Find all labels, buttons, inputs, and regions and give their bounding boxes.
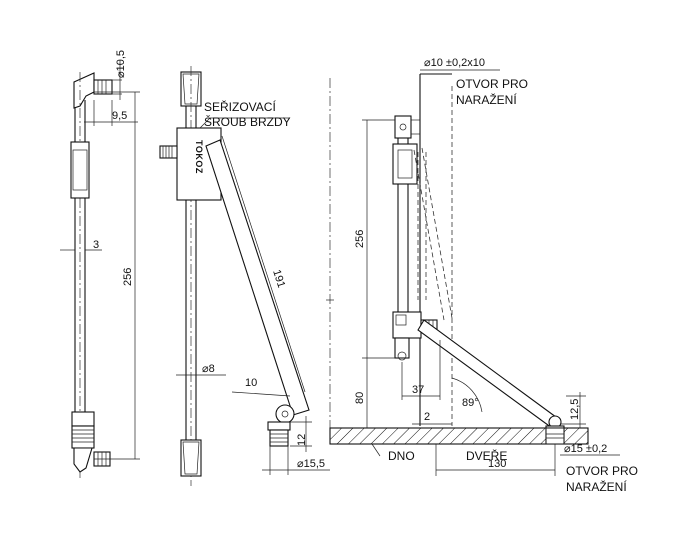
floor-arm [417, 319, 561, 429]
dim-191: 191 [270, 268, 287, 289]
floor [329, 427, 589, 445]
adjust-screw-label-1: SEŘIZOVACÍ [204, 99, 276, 114]
dim-130: 130 [488, 458, 506, 470]
hole-label-bottom-1: OTVOR PRO [566, 464, 638, 478]
dim-37: 37 [412, 384, 424, 396]
dim-80: 80 [354, 392, 366, 404]
adjust-screw [159, 145, 178, 159]
top-pin [93, 79, 113, 95]
bottom-collar [71, 411, 95, 427]
bottom-thread [71, 425, 95, 449]
brand-label: TOKOZ [194, 140, 204, 174]
hole-label-top-1: OTVOR PRO [456, 77, 528, 91]
hole-label-top-2: NARAŽENÍ [456, 92, 517, 107]
adjust-screw-label-2: ŠROUB BRZDY [204, 114, 291, 129]
bottom-stud [394, 337, 410, 359]
diagonal-arm [205, 139, 310, 416]
view-2-front: TOKOZ SEŘIZOVACÍ ŠROUB BRZDY 191 ⌀8 [159, 66, 330, 486]
foot-collar [267, 421, 291, 431]
dim-12-5: 12,5 [569, 399, 581, 420]
view-3-installation: ⌀10 ±0,2x10 OTVOR PRO NARAŽENÍ [326, 57, 638, 494]
dim-dia-15-5: ⌀15,5 [297, 458, 325, 470]
dim-dia-8: ⌀8 [202, 363, 215, 375]
dim-10: 10 [245, 377, 257, 389]
hole-dim-top: ⌀10 ±0,2x10 [424, 57, 485, 69]
dim-3: 3 [93, 239, 99, 251]
angle-89: 89° [462, 397, 479, 409]
hole-dim-bottom: ⌀15 ±0,2 [564, 443, 607, 455]
dim-256-v1: 256 [122, 268, 134, 286]
hole-label-bottom-2: NARAŽENÍ [566, 479, 627, 494]
dim-9-5: 9,5 [112, 110, 127, 122]
top-stud [394, 115, 412, 139]
brake-upper [392, 143, 418, 185]
view-1-side: ⌀10,5 9,5 3 256 [60, 50, 140, 480]
dim-2: 2 [424, 411, 430, 423]
brake-body [70, 141, 90, 199]
dim-dia-10-5: ⌀10,5 [115, 50, 127, 78]
label-dno: DNO [388, 449, 415, 463]
dim-12: 12 [296, 434, 308, 446]
label-dvere: DVEŘE [466, 448, 507, 463]
top-fitting [73, 72, 95, 109]
bottom-cap [180, 439, 202, 477]
dim-256-v3: 256 [354, 230, 366, 248]
